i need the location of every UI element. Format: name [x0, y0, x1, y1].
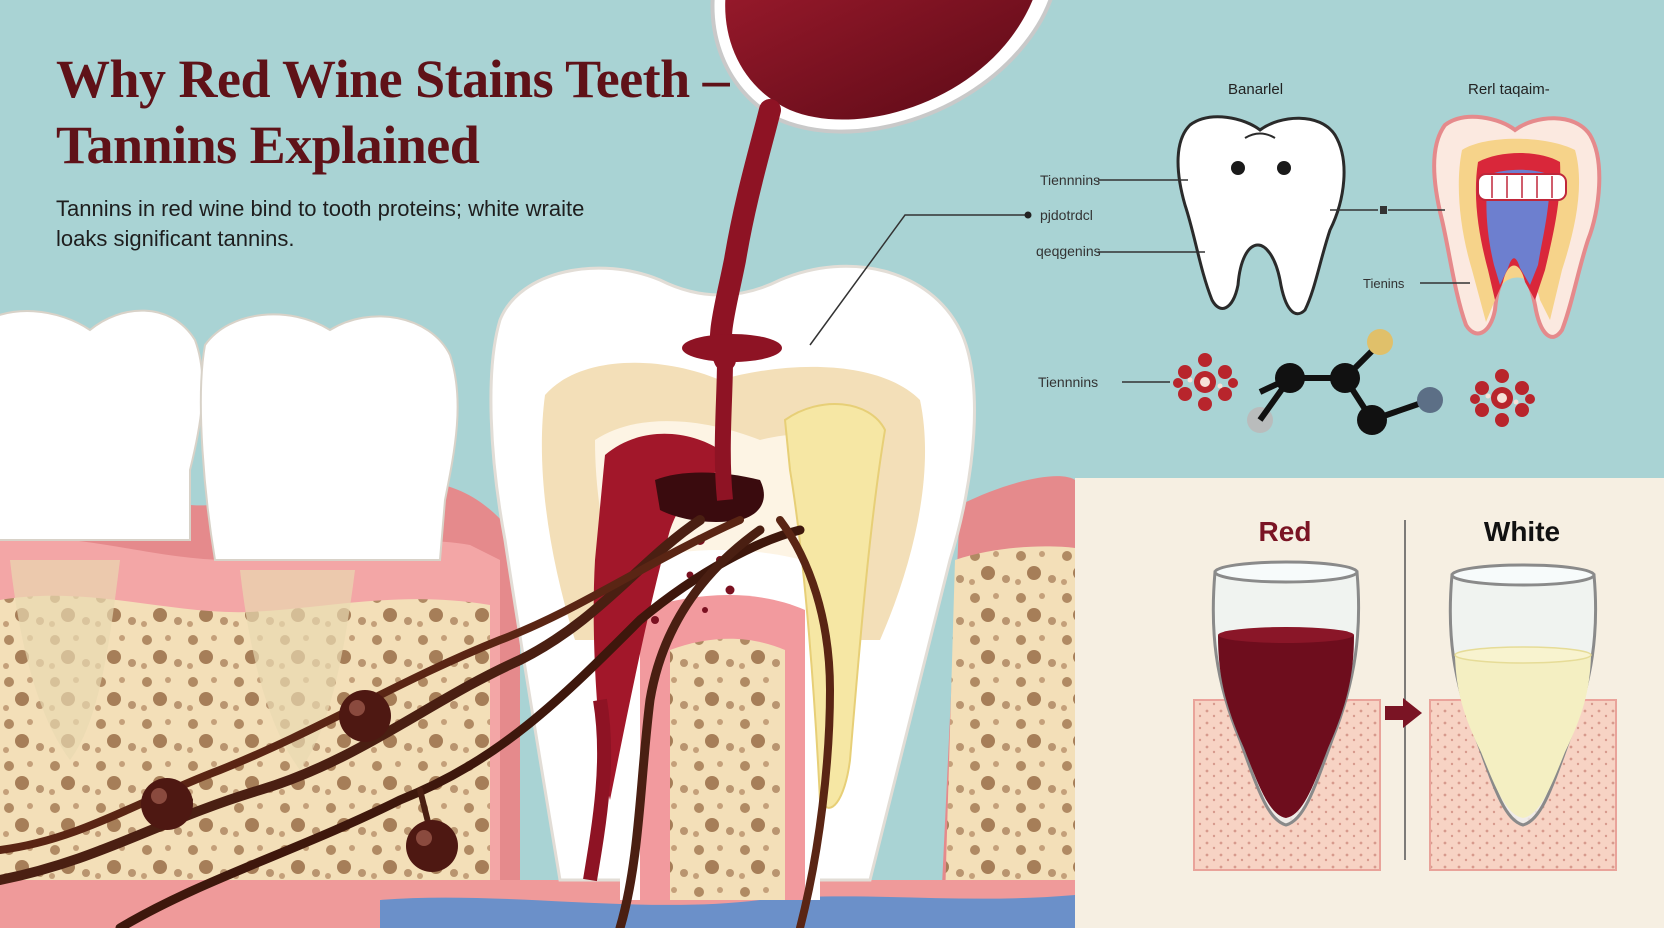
left-molar-1: [0, 309, 204, 760]
white-label: White: [1484, 516, 1560, 547]
separator-dot: [1380, 206, 1387, 214]
healthy-tooth-diagram: [1176, 115, 1346, 316]
wine-pour: [682, 0, 1053, 501]
page-title: Why Red Wine Stains Teeth – Tannins Expl…: [56, 49, 730, 175]
red-label: Red: [1259, 516, 1312, 547]
tannin-cluster-right: [1470, 369, 1535, 427]
healthy-tooth-heading: Banarlel: [1228, 81, 1283, 98]
tannin-molecules: [141, 690, 458, 872]
jaw-cross-section: [0, 468, 1075, 928]
label-collagens: qeqgenins: [1036, 243, 1101, 259]
label-tannins-right: Tienins: [1363, 276, 1405, 291]
label-tannins-molecule: Tiennnins: [1038, 374, 1098, 390]
pellicle-leader-dot: [1024, 211, 1032, 219]
comparison-arrow: [1385, 698, 1422, 728]
left-molar-2: [199, 313, 459, 770]
label-tannins: Tiennnins: [1040, 172, 1100, 188]
red-wine-glass: [1193, 560, 1381, 871]
diagram-leader-lines: [1098, 179, 1470, 383]
label-pellicle: pjdotrdcl: [1040, 207, 1093, 223]
tannin-cluster-left: [1173, 353, 1238, 411]
subtitle: Tannins in red wine bind to tooth protei…: [56, 196, 585, 251]
pellicle-leader-line: [809, 214, 1026, 346]
white-wine-glass: [1429, 563, 1617, 871]
stained-tooth-heading: Rerl taqaim-: [1468, 81, 1550, 98]
tannin-molecule-model: [1247, 329, 1443, 435]
stained-tooth-diagram: [1432, 114, 1602, 339]
